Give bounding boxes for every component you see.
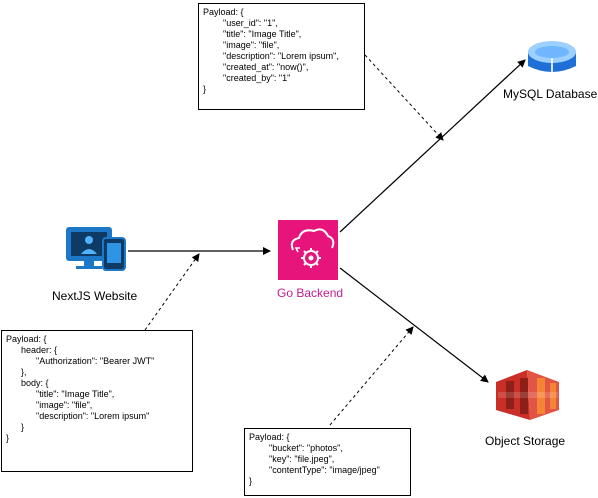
- database-label: MySQL Database: [503, 87, 598, 101]
- payload-line: "bucket": "photos",: [249, 443, 343, 453]
- payload-line: "description": "Lorem ipsum",: [203, 51, 339, 61]
- db-payload-connector: [364, 54, 444, 141]
- payload-line: "created_by": "1": [203, 73, 291, 83]
- backend-to-storage-arrow: [339, 267, 489, 383]
- website-label: NextJS Website: [52, 289, 138, 303]
- payload-line: body: {: [6, 378, 49, 388]
- payload-line: "contentType": "image/jpeg": [249, 465, 380, 475]
- payload-line: "image": "file",: [6, 400, 93, 410]
- payload-line: "image": "file",: [203, 40, 280, 50]
- payload-line: }: [249, 476, 253, 486]
- payload-line: }: [6, 433, 10, 443]
- payload-line: Payload: {: [203, 7, 244, 17]
- request-payload-connector: [144, 253, 200, 331]
- s3-bucket-icon: [496, 370, 559, 420]
- payload-line: "title": "Image Title",: [203, 29, 302, 39]
- payload-line: "key": "file.jpeg",: [249, 454, 335, 464]
- storage-payload-box: Payload: { "bucket": "photos", "key": "f…: [244, 428, 411, 496]
- backend-label: Go Backend: [277, 286, 344, 300]
- payload-line: },: [6, 367, 27, 377]
- database-icon: [528, 41, 576, 73]
- payload-line: "title": "Image Title",: [6, 389, 115, 399]
- db-payload-box: Payload: { "user_id": "1", "title": "Ima…: [198, 3, 365, 110]
- request-payload-box: Payload: { header: { "Authorization": "B…: [1, 330, 193, 472]
- payload-line: "description": "Lorem ipsum": [6, 411, 150, 421]
- payload-line: }: [6, 422, 25, 432]
- storage-payload-connector: [329, 326, 414, 426]
- payload-line: "created_at": "now()",: [203, 62, 309, 72]
- payload-line: Payload: {: [6, 334, 47, 344]
- payload-line: "user_id": "1",: [203, 18, 278, 28]
- payload-line: Payload: {: [249, 432, 290, 442]
- payload-line: }: [203, 84, 207, 94]
- payload-line: header: {: [6, 345, 58, 355]
- cloud-gear-icon: [278, 220, 338, 280]
- payload-line: "Authorization": "Bearer JWT": [6, 356, 155, 366]
- desktop-mobile-icon: [66, 227, 126, 271]
- storage-label: Object Storage: [485, 434, 566, 448]
- backend-to-database-arrow: [339, 59, 526, 233]
